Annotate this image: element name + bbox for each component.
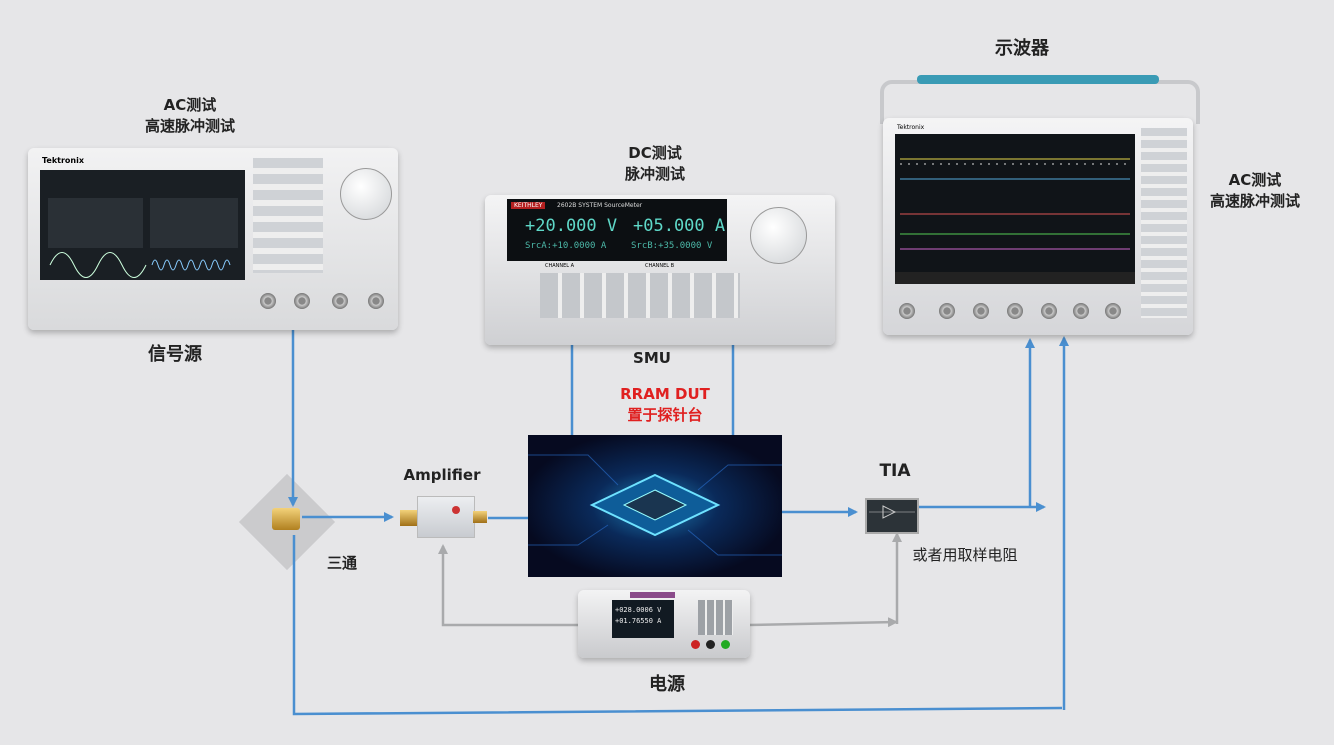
- siggen-output-4: [368, 293, 384, 309]
- amplifier-box: [417, 496, 475, 538]
- scope-input-3: [973, 303, 989, 319]
- oscilloscope: Tektronix: [883, 118, 1193, 335]
- smu-sub-a: SrcA:+10.0000 A: [525, 241, 607, 251]
- siggen-screen: [40, 170, 245, 280]
- smu-channel-a: CHANNEL A: [545, 263, 575, 269]
- scope-title: 示波器: [995, 38, 1049, 59]
- siggen-brand: Tektronix: [42, 156, 85, 165]
- scope-input-4: [1007, 303, 1023, 319]
- wire-psu-to-amplifier: [438, 544, 580, 627]
- dut-label: RRAM DUT 置于探针台: [620, 384, 710, 426]
- scope-input-7: [1105, 303, 1121, 319]
- psu-screen: +028.0006 V +01.76550 A: [612, 600, 674, 638]
- signal-generator: Tektronix: [28, 148, 398, 330]
- smu-instrument: KEITHLEY 2602B SYSTEM SourceMeter +20.00…: [485, 195, 835, 345]
- smu-reading-a: +20.000 V: [525, 216, 618, 236]
- smu-test-line: 脉冲测试: [624, 165, 686, 183]
- smu-buttons: [540, 273, 740, 318]
- siggen-output-1: [260, 293, 276, 309]
- smu-test-label: DC测试脉冲测试: [625, 143, 685, 185]
- smu-knob[interactable]: [750, 207, 807, 264]
- scope-brand: Tektronix: [897, 124, 925, 131]
- dut-line: 置于探针台: [627, 406, 703, 424]
- smu-screen: KEITHLEY 2602B SYSTEM SourceMeter +20.00…: [507, 199, 727, 261]
- psu-reading-v: +028.0006 V: [615, 606, 662, 614]
- power-supply: +028.0006 V +01.76550 A: [578, 590, 750, 658]
- psu-label: 电源: [649, 674, 685, 695]
- tee-label: 三通: [326, 554, 358, 572]
- scope-input-1: [899, 303, 915, 319]
- scope-controls: [1141, 128, 1187, 318]
- siggen-output-3: [332, 293, 348, 309]
- psu-terminal-black: [706, 640, 715, 649]
- smu-label: SMU: [633, 349, 671, 367]
- scope-input-5: [1041, 303, 1057, 319]
- siggen-buttons: [253, 158, 323, 273]
- smu-sub-b: SrcB:+35.0000 V: [631, 241, 713, 251]
- psu-reading-i: +01.76550 A: [615, 617, 662, 625]
- wire-tee-to-scope-bottom: [292, 535, 1063, 716]
- siggen-output-2: [294, 293, 310, 309]
- wire-psu-to-tia: [747, 617, 898, 628]
- tia-box: [865, 498, 919, 534]
- siggen-knob[interactable]: [340, 168, 392, 220]
- amplifier-label: Amplifier: [403, 466, 481, 484]
- psu-top-strip: [630, 592, 675, 598]
- psu-terminal-red: [691, 640, 700, 649]
- siggen-test-label: AC测试高速脉冲测试: [145, 95, 235, 137]
- smu-test-line: DC测试: [628, 144, 682, 162]
- rram-dut-chip-image: [528, 435, 782, 577]
- tia-label: TIA: [879, 461, 911, 481]
- dut-line: RRAM DUT: [620, 385, 710, 403]
- scope-test-label: AC测试高速脉冲测试: [1210, 170, 1300, 212]
- scope-handle-grip: [917, 75, 1159, 84]
- psu-keypad: [698, 600, 733, 635]
- siggen-test-line: AC测试: [163, 96, 217, 114]
- siggen-label: 信号源: [148, 344, 202, 365]
- amplifier-led: [452, 506, 460, 514]
- amplifier-output-connector: [473, 511, 487, 523]
- smu-channel-b: CHANNEL B: [645, 263, 675, 269]
- tee-connector: [272, 508, 300, 530]
- amplifier-input-connector: [400, 510, 418, 526]
- siggen-test-line: 高速脉冲测试: [144, 117, 236, 135]
- smu-reading-b: +05.000 A: [633, 216, 726, 236]
- scope-input-6: [1073, 303, 1089, 319]
- smu-brand: KEITHLEY: [511, 202, 546, 209]
- scope-test-line: 高速脉冲测试: [1209, 192, 1301, 210]
- tia-note: 或者用取样电阻: [912, 546, 1018, 564]
- scope-screen: [895, 134, 1135, 284]
- psu-terminal-green: [721, 640, 730, 649]
- smu-model: 2602B SYSTEM SourceMeter: [557, 202, 643, 209]
- scope-input-2: [939, 303, 955, 319]
- scope-test-line: AC测试: [1228, 171, 1282, 189]
